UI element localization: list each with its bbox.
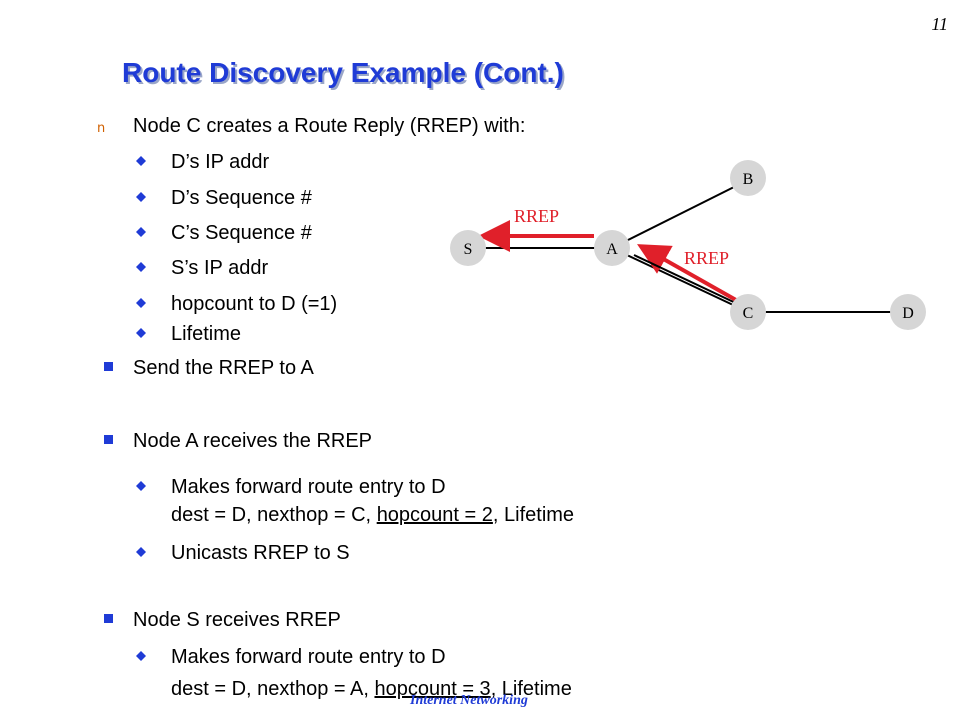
node-s-heading: Node S receives RREP bbox=[133, 609, 341, 631]
node-a-heading: Node A receives the RREP bbox=[133, 430, 373, 452]
square-bullet bbox=[104, 614, 113, 623]
rrep-field-item: D’s IP addr bbox=[171, 151, 270, 173]
diamond-bullet-icon bbox=[136, 262, 146, 272]
node-b-label: B bbox=[743, 171, 754, 188]
node-s-label: S bbox=[464, 241, 473, 258]
diamond-bullet-icon bbox=[136, 298, 146, 308]
diamond-bullet-icon bbox=[136, 328, 146, 338]
node-s-item1-line2: dest = D, nexthop = A, hopcount = 3, Lif… bbox=[171, 677, 572, 701]
node-a-item1-line2: dest = D, nexthop = C, hopcount = 2, Lif… bbox=[171, 503, 574, 527]
square-bullet bbox=[104, 362, 113, 371]
node-a: A bbox=[594, 230, 630, 266]
node-s: S bbox=[450, 230, 486, 266]
rrep-label-top: RREP bbox=[514, 206, 559, 226]
node-a-item1-post: , Lifetime bbox=[492, 504, 575, 526]
node-s-item1-pre: dest = D, nexthop = A, bbox=[171, 678, 375, 700]
rrep-field-item: hopcount to D (=1) bbox=[171, 293, 338, 315]
link-a-c bbox=[611, 247, 749, 313]
send-step-text: Send the RREP to A bbox=[133, 357, 314, 379]
rrep-field-item: D’s Sequence # bbox=[171, 187, 312, 209]
bullet-marker: n bbox=[97, 121, 106, 136]
node-a-item1-pre: dest = D, nexthop = C, bbox=[171, 504, 377, 526]
square-bullet bbox=[104, 435, 113, 444]
page-number: 11 bbox=[931, 14, 948, 34]
diamond-bullet-icon bbox=[136, 227, 146, 237]
node-c-label: C bbox=[743, 305, 754, 322]
rrep-field-item: Lifetime bbox=[171, 323, 242, 345]
rrep-field-item: S’s IP addr bbox=[171, 257, 269, 279]
node-c: C bbox=[730, 294, 766, 330]
slide-title: Route Discovery Example (Cont.) bbox=[122, 57, 564, 88]
rrep-label-right: RREP bbox=[684, 248, 729, 268]
intro-text: Node C creates a Route Reply (RREP) with… bbox=[133, 115, 526, 137]
diamond-bullet-icon bbox=[136, 651, 146, 661]
node-a-label: A bbox=[606, 241, 618, 258]
link-a-c-offset bbox=[633, 254, 743, 307]
footer-label: Internet Networking bbox=[410, 693, 528, 708]
rrep-arrow-c-to-a bbox=[637, 244, 737, 302]
rrep-field-item: C’s Sequence # bbox=[171, 222, 312, 244]
node-d: D bbox=[890, 294, 926, 330]
node-s-item1-post: , Lifetime bbox=[490, 678, 572, 700]
diamond-bullet-icon bbox=[136, 547, 146, 557]
diamond-bullet-icon bbox=[136, 156, 146, 166]
node-a-item2: Unicasts RREP to S bbox=[171, 542, 350, 564]
diamond-bullet-icon bbox=[136, 192, 146, 202]
node-a-item1-line1: Makes forward route entry to D bbox=[171, 476, 446, 498]
node-b: B bbox=[730, 160, 766, 196]
node-s-hopcount: hopcount = 3 bbox=[374, 678, 491, 700]
link-a-b bbox=[611, 179, 749, 249]
node-d-label: D bbox=[902, 305, 914, 322]
diamond-bullet-icon bbox=[136, 481, 146, 491]
node-s-item1-line1: Makes forward route entry to D bbox=[171, 646, 446, 668]
node-a-hopcount: hopcount = 2 bbox=[376, 504, 493, 526]
